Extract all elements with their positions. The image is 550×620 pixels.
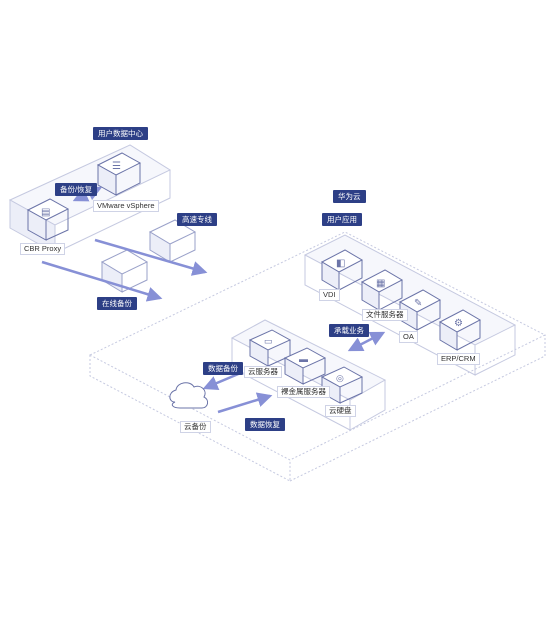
label-vdi: VDI — [319, 289, 340, 301]
online-backup-module — [100, 249, 149, 293]
tag-data-restore: 数据恢复 — [245, 418, 285, 431]
file-server-icon: ▦ — [376, 278, 386, 289]
bare-metal-icon: ▬ — [299, 354, 308, 364]
tag-sync-business: 承载业务 — [329, 324, 369, 337]
cloud-server-icon: ▭ — [264, 336, 273, 346]
label-bare-metal: 裸金属服务器 — [277, 386, 330, 398]
tag-dedicated-line: 高速专线 — [177, 213, 217, 226]
arrow-dedicated-line — [94, 238, 208, 276]
label-file-server: 文件服务器 — [362, 309, 408, 321]
desktop-icon: ◧ — [336, 258, 346, 269]
label-cloud-server: 云服务器 — [244, 366, 282, 378]
tag-backup-restore: 备份/恢复 — [55, 183, 98, 196]
disk-icon: ◎ — [336, 373, 344, 383]
cloud-backup-shape — [169, 382, 209, 409]
dedicated-line-module — [148, 219, 197, 263]
tag-huawei-cloud: 华为云 — [333, 190, 366, 203]
label-oa: OA — [399, 331, 418, 343]
user-datacenter-box — [8, 144, 172, 254]
tag-user-app: 用户应用 — [322, 213, 362, 226]
arrow-sync-business — [347, 331, 386, 352]
label-cloud-backup: 云备份 — [180, 421, 211, 433]
tag-data-backup: 数据备份 — [203, 362, 243, 375]
label-erp-crm: ERP/CRM — [437, 353, 480, 365]
arrow-data-restore — [217, 392, 273, 414]
label-cloud-disk: 云硬盘 — [325, 405, 356, 417]
erp-gear-icon: ⚙ — [454, 318, 463, 329]
tag-user-datacenter: 用户数据中心 — [93, 127, 148, 140]
oa-form-icon: ✎ — [414, 298, 423, 309]
label-vsphere: VMware vSphere — [93, 200, 159, 212]
proxy-document-icon: ▤ — [41, 207, 51, 218]
server-stack-icon: ☰ — [112, 161, 121, 172]
arrow-online-backup — [41, 260, 163, 302]
tag-online-backup: 在线备份 — [97, 297, 137, 310]
label-cbr-proxy: CBR Proxy — [20, 243, 66, 255]
